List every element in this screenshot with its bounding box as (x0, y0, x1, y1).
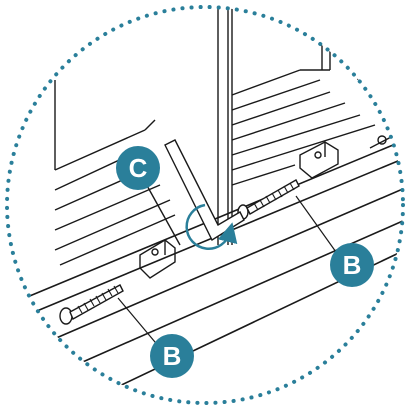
callout-c: C (116, 146, 160, 190)
bolt-icon (59, 284, 124, 325)
callout-b-right: B (330, 243, 374, 287)
leader-lines (117, 195, 337, 349)
callout-b-left: B (150, 334, 194, 378)
bolt-icon (237, 179, 300, 220)
slats-right (231, 69, 376, 186)
rotate-clockwise-icon (185, 203, 238, 250)
bracket-right (299, 141, 339, 179)
svg-text:C: C (129, 153, 148, 183)
bracket-left (139, 239, 176, 279)
svg-text:B: B (343, 250, 362, 280)
detail-circle (5, 5, 405, 405)
slats-left (54, 119, 181, 266)
hex-key-icon (164, 139, 245, 242)
line-art (19, 7, 403, 401)
svg-text:B: B (163, 341, 182, 371)
